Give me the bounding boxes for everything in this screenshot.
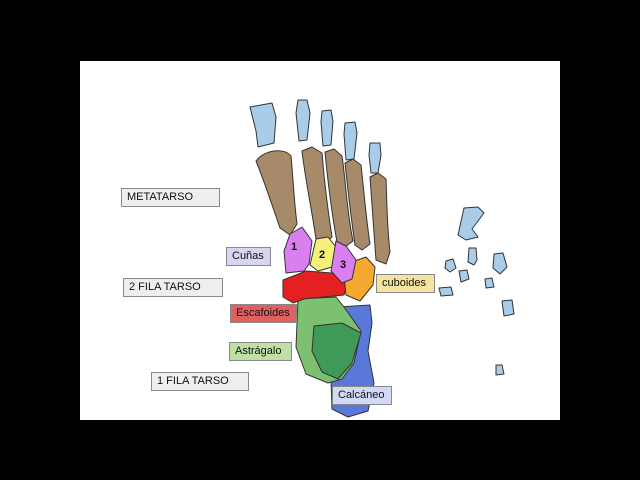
foot-bones-diagram: 1 2 3 [249,99,515,418]
isolated-bone-3 [492,252,508,275]
label-cuboides: cuboides [376,274,435,293]
isolated-bone-8 [495,364,505,376]
cuneiform-number-1: 1 [291,241,297,253]
cuneiform-number-3: 3 [340,259,346,271]
phalanx-hallux-distal [249,102,277,148]
isolated-bone-7 [501,299,515,317]
metatarsal-3 [324,148,354,248]
isolated-bone-6 [438,286,454,297]
talus-dark-region [311,322,362,380]
phalanx-toe2-distal [295,99,311,142]
label-1-fila-tarso: 1 FILA TARSO [151,372,249,391]
cuneiform-1 [283,226,313,274]
diagram-slide: 1 2 3 METATARSO Cuñas 2 FILA TARSO cuboi… [80,61,560,420]
cuneiform-3 [330,240,357,284]
phalanx-toe5-distal [368,142,382,174]
metatarsal-1 [255,150,298,236]
phalanx-toe3-distal [320,109,334,147]
metatarsal-2 [301,146,333,245]
isolated-bone-2 [467,247,478,266]
navicular-bone [282,270,349,304]
phalanx-toe4-distal [343,121,358,161]
isolated-bone-5 [484,277,495,289]
label-metatarso: METATARSO [121,188,220,207]
label-calcaneo: Calcáneo [332,386,392,405]
metatarsal-5 [369,172,391,265]
isolated-bone-large [457,206,485,241]
isolated-bone-4 [458,269,470,283]
label-escafoides: Escafoides [230,304,297,323]
label-cunas: Cuñas [226,247,271,266]
metatarsal-4 [344,158,371,251]
label-astragalo: Astrágalo [229,342,292,361]
isolated-bone-1 [444,258,457,273]
label-2-fila-tarso: 2 FILA TARSO [123,278,223,297]
cuneiform-number-2: 2 [319,249,325,261]
